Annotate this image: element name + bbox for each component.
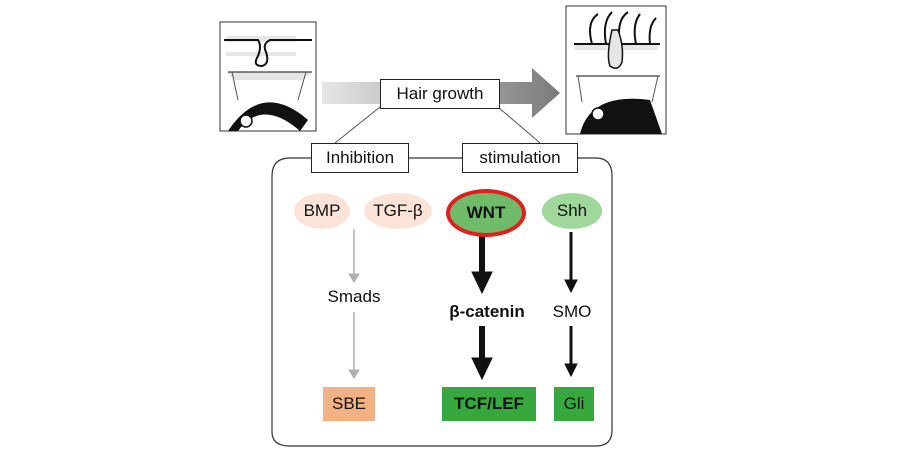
shh-arrows: [564, 232, 578, 378]
grown-follicle-panel: [565, 5, 667, 135]
tgf-beta-node: TGF-β: [364, 193, 432, 229]
gli-node: Gli: [554, 387, 594, 421]
bmp-node: BMP: [294, 193, 350, 229]
wnt-node: WNT: [446, 189, 526, 237]
pathway-container: [271, 157, 613, 447]
tcf-lef-node: TCF/LEF: [442, 387, 536, 421]
connector-inhibition: [334, 106, 381, 144]
wnt-arrows: [471, 234, 493, 381]
early-follicle-panel: [219, 21, 317, 132]
connector-stimulation: [497, 106, 541, 144]
inhibition-arrows: [348, 229, 360, 379]
beta-catenin-node: β-catenin: [449, 302, 525, 321]
inhibition-label: Inhibition: [311, 143, 409, 173]
sbe-node: SBE: [323, 387, 375, 421]
hair-growth-label: Hair growth: [380, 79, 500, 109]
smads-node: Smads: [327, 287, 381, 306]
stimulation-label: stimulation: [462, 143, 578, 173]
shh-node: Shh: [542, 193, 602, 229]
smo-node: SMO: [552, 302, 592, 321]
